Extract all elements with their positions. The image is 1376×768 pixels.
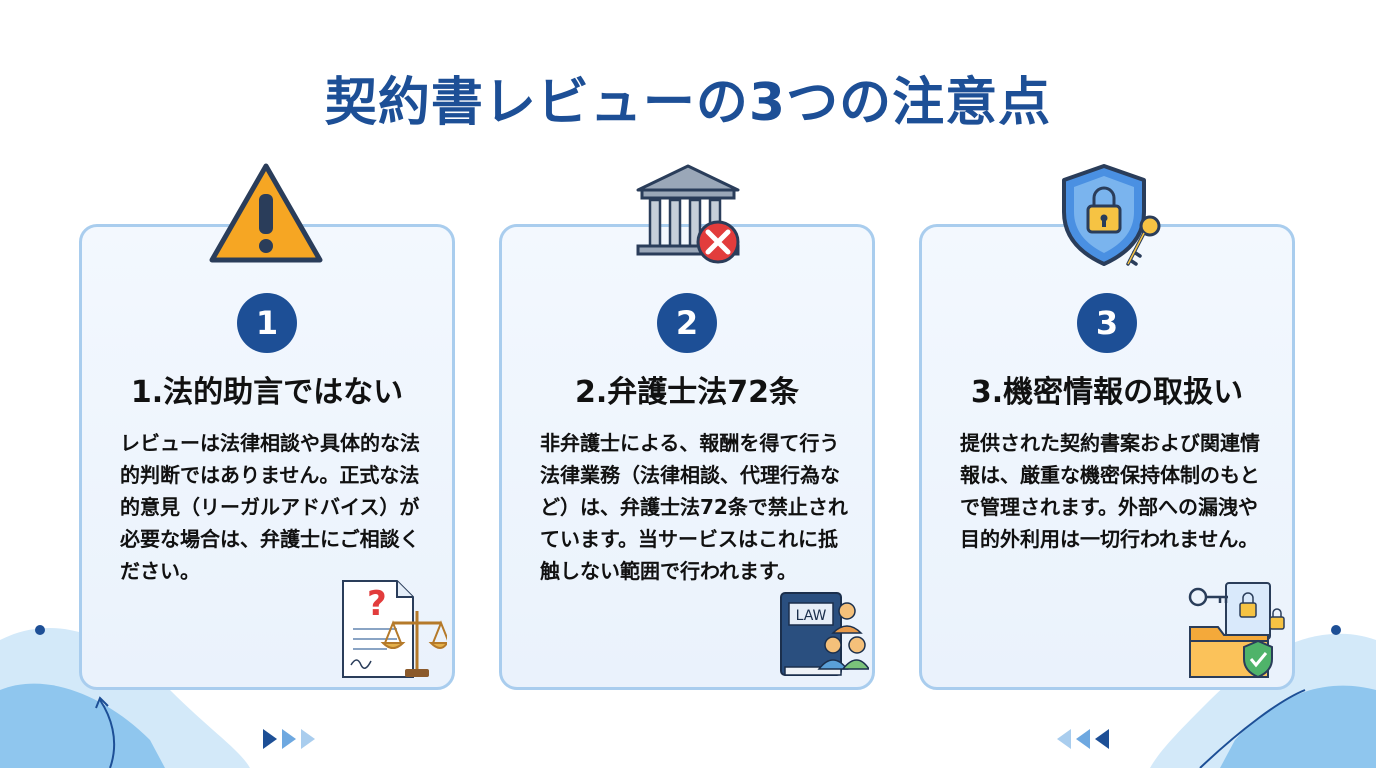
card-body: 非弁護士による、報酬を得て行う法律業務（法律相談、代理行為など）は、弁護士法72… — [540, 431, 848, 583]
card-title: 2.弁護士法72条 — [574, 375, 800, 410]
left-arrows-decoration — [263, 729, 315, 749]
svg-text:?: ? — [367, 584, 387, 624]
warning-icon — [209, 163, 323, 263]
document-scales-illustration: ? — [342, 580, 447, 678]
card-title: 1.法的助言ではない — [130, 375, 404, 410]
card-number-badge: 2 — [657, 293, 717, 353]
page-title: 契約書レビューの3つの注意点 — [324, 73, 1052, 133]
card-body: 提供された契約書案および関連情報は、厳重な機密保持体制のもとで管理されます。外部… — [960, 431, 1260, 551]
law-book-label: LAW — [796, 608, 827, 624]
card-confidential: 3 3.機密情報の取扱い 提供された契約書案および関連情報は、厳重な機密保持体制… — [919, 224, 1295, 690]
card-body: レビューは法律相談や具体的な法的判断ではありません。正式な法的意見（リーガルアド… — [120, 431, 420, 583]
card-number-badge: 3 — [1077, 293, 1137, 353]
card-legal-advice: 1 1.法的助言ではない レビューは法律相談や具体的な法的判断ではありません。正… — [79, 224, 455, 690]
secure-folder-illustration — [1188, 582, 1285, 679]
shield-lock-icon — [1062, 164, 1161, 266]
right-arrows-decoration — [1057, 729, 1109, 749]
card-number-badge: 1 — [237, 293, 297, 353]
card-title: 3.機密情報の取扱い — [970, 375, 1244, 410]
card-lawyer-act: 2 2.弁護士法72条 非弁護士による、報酬を得て行う法律業務（法律相談、代理行… — [499, 224, 875, 690]
courthouse-prohibited-icon — [636, 164, 740, 264]
law-book-illustration: LAW — [780, 592, 869, 676]
